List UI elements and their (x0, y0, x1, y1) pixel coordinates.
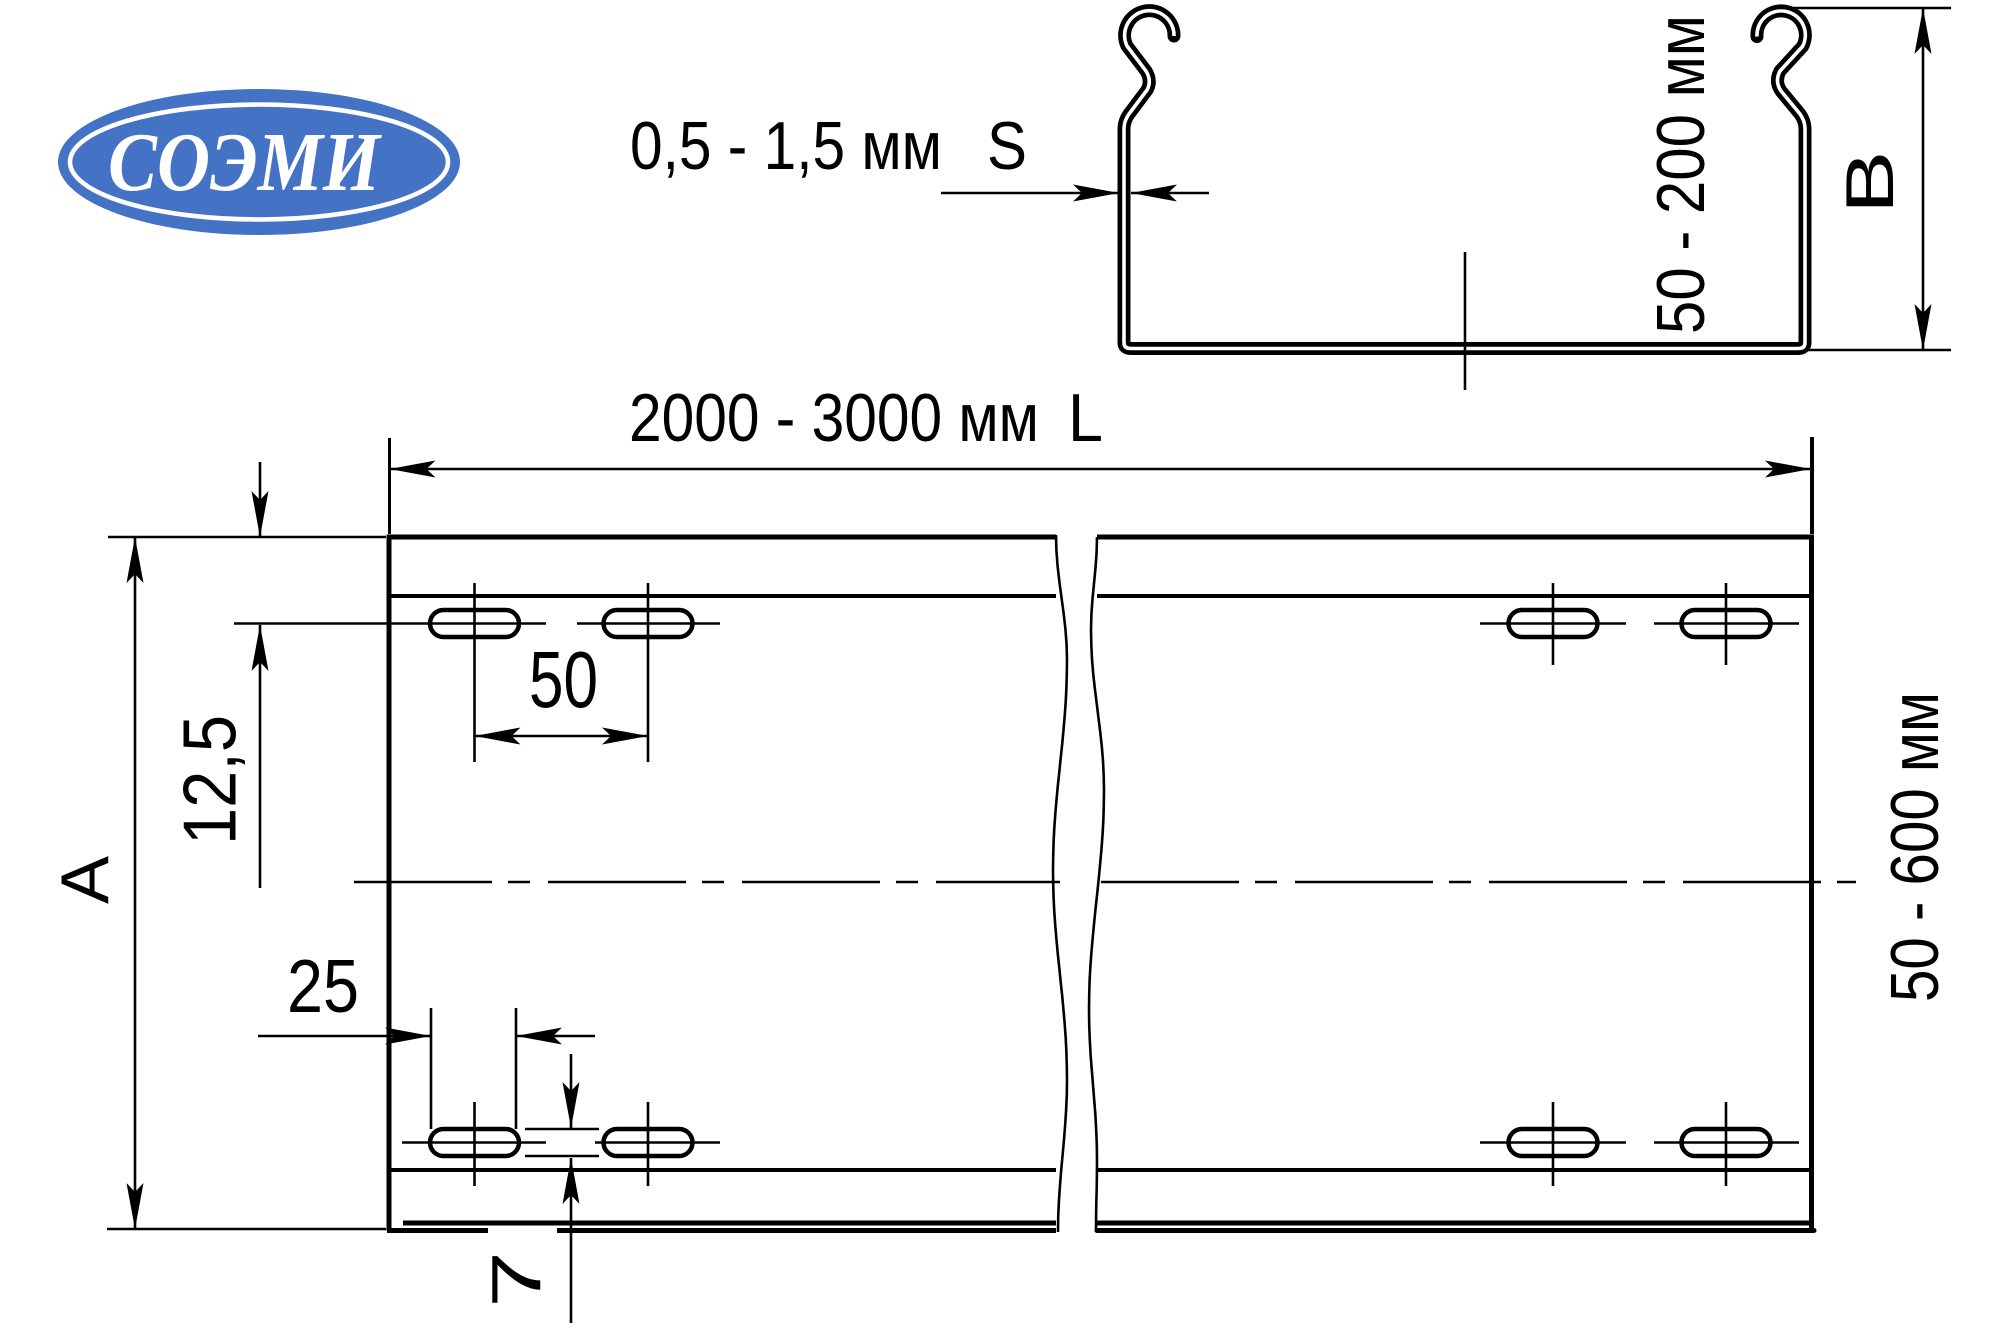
svg-text:B: B (1832, 151, 1907, 214)
svg-text:50 - 200 мм: 50 - 200 мм (1644, 15, 1719, 334)
svg-text:25: 25 (287, 944, 359, 1028)
svg-text:12,5: 12,5 (168, 715, 252, 845)
svg-text:7: 7 (477, 1251, 555, 1308)
svg-text:2000 - 3000 мм: 2000 - 3000 мм (629, 381, 1039, 456)
svg-text:L: L (1068, 381, 1103, 456)
svg-text:S: S (987, 109, 1027, 184)
svg-text:A: A (48, 856, 123, 904)
svg-text:50 - 600 мм: 50 - 600 мм (1877, 692, 1953, 1002)
svg-text:50: 50 (529, 635, 598, 724)
svg-text:СОЭМИ: СОЭМИ (108, 116, 382, 209)
svg-text:0,5 - 1,5 мм: 0,5 - 1,5 мм (630, 109, 942, 184)
